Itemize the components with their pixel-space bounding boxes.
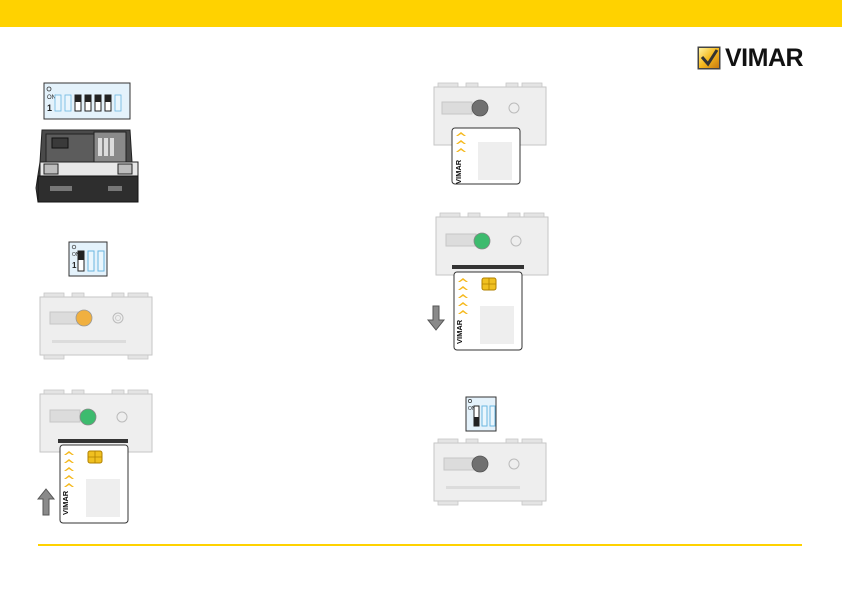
reader-card-inserted: VIMAR: [432, 82, 550, 190]
reader-insert-card: VIMAR: [26, 389, 158, 527]
dip-position-label: 1: [47, 103, 52, 113]
footer-rule: [38, 544, 802, 546]
arrow-up-icon: [38, 489, 54, 515]
led-indicator: [80, 409, 96, 425]
brand-name: VIMAR: [725, 44, 803, 72]
dip-position-label: 1: [72, 261, 77, 270]
reader-remove-card: VIMAR: [426, 212, 554, 354]
led-indicator: [472, 100, 488, 116]
card-brand: VIMAR: [61, 490, 70, 515]
led-indicator: [76, 310, 92, 326]
dip-switch-figure: ON 1: [34, 82, 144, 208]
arrow-down-icon: [428, 306, 444, 330]
reader-led-orange: [38, 292, 156, 360]
dip-switch-small-1: ON 1: [68, 241, 108, 277]
vimar-logo: VIMAR: [697, 44, 803, 72]
card-brand: VIMAR: [455, 319, 464, 344]
header-bar: [0, 0, 842, 27]
reader-led-off: [432, 438, 550, 506]
vimar-check-icon: [697, 46, 721, 70]
led-indicator: [472, 456, 488, 472]
led-indicator: [474, 233, 490, 249]
card-brand: VIMAR: [454, 159, 463, 184]
dip-switch-small-final: ON: [465, 396, 497, 432]
